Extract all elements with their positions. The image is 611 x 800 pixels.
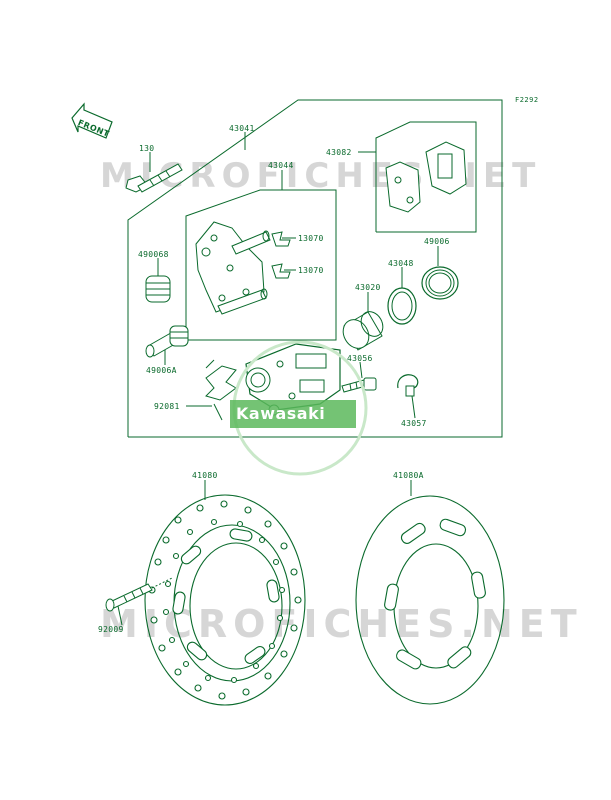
label-43057[interactable]: 43057 [401,419,427,428]
label-490068[interactable]: 490068 [138,250,169,259]
cap-43057-drawing [397,374,419,397]
label-92009[interactable]: 92009 [98,625,124,634]
front-arrow-shape [71,102,113,139]
bracket-43044-drawing [195,221,271,315]
brand-logo-text: Kawasaki [236,404,326,423]
pads-43082-drawing [385,141,467,213]
label-130[interactable]: 130 [139,144,155,153]
label-43041[interactable]: 43041 [229,124,255,133]
label-49006[interactable]: 49006 [424,237,450,246]
clip-13070-top [271,231,291,247]
label-13070-top[interactable]: 13070 [298,234,324,243]
bolt-130-drawing [125,163,183,193]
figure-code: F2292 [515,96,539,104]
clip-13070-bottom [271,263,291,279]
assembly-outline-43044 [185,189,337,341]
label-43056[interactable]: 43056 [347,354,373,363]
ring-43048-drawing [387,287,417,325]
brand-watermark-box [230,400,356,428]
label-41080[interactable]: 41080 [192,471,218,480]
label-43048[interactable]: 43048 [388,259,414,268]
caliper-body-drawing [245,343,341,416]
label-41080A[interactable]: 41080A [393,471,424,480]
bleed-valve-43056-drawing [341,377,377,393]
boot-490068-drawing [145,275,171,303]
seal-49006-drawing [421,266,459,300]
label-43020[interactable]: 43020 [355,283,381,292]
disc-41080-drawing [144,494,306,706]
label-43082[interactable]: 43082 [326,148,352,157]
label-49006A[interactable]: 49006A [146,366,177,375]
disc-41080A-drawing [355,495,505,705]
leader-92009 [117,605,123,626]
label-43044[interactable]: 43044 [268,161,294,170]
leader-43057 [411,395,416,419]
assembly-outline-43082 [375,121,477,233]
piston-43020-drawing [342,311,384,351]
leader-43056 [359,361,363,379]
bolt-92009-drawing [105,577,173,612]
label-92081[interactable]: 92081 [154,402,180,411]
assembly-outline-43041 [127,99,503,438]
label-13070-bottom[interactable]: 13070 [298,266,324,275]
pin-49006A-drawing [145,325,189,358]
